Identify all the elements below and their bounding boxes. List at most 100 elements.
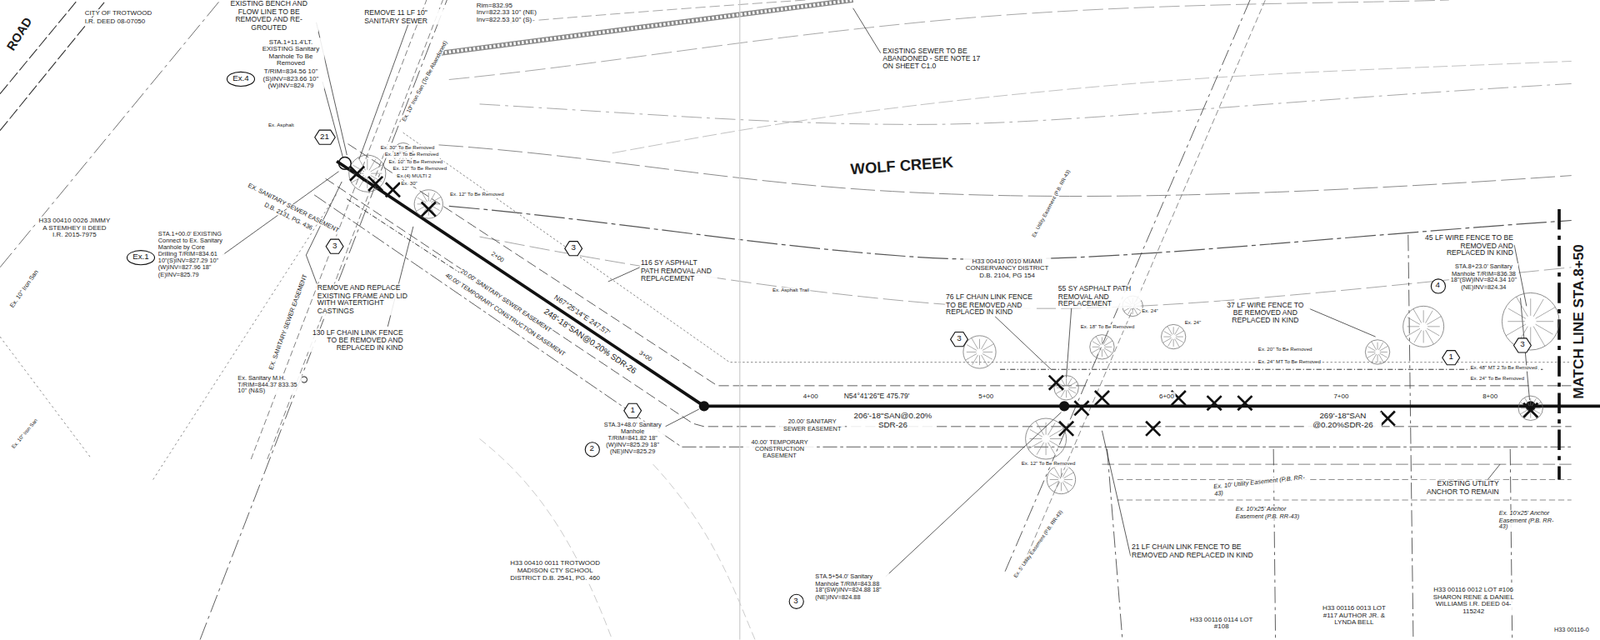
removal-x <box>1059 421 1074 436</box>
annotation-text: Ex. 10' Utility Easement (P.B. RR-43) <box>1212 473 1310 497</box>
callout-circle: 4 <box>1430 278 1445 294</box>
callout-number: 4 <box>1430 278 1445 290</box>
removal-marks <box>350 166 1538 436</box>
tree-symbol <box>963 335 996 369</box>
annotation-text: REMOVE AND REPLACE EXISTING FRAME AND LI… <box>316 283 417 315</box>
tree-symbol <box>1518 395 1543 420</box>
callout-number: 3 <box>788 593 804 605</box>
manholes <box>300 157 1536 412</box>
annotation-text: STA.1+11.4'LT. EXISTING Sanitary Manhole… <box>257 37 325 89</box>
annotation-text: Ex. 24" To Be Removed <box>1469 375 1525 382</box>
property-line <box>200 0 447 640</box>
removal-x <box>1074 400 1089 415</box>
tree-canopy <box>1160 324 1185 349</box>
annotation-text: 45 LF WIRE FENCE TO BE REMOVED AND REPLA… <box>1420 233 1515 257</box>
callout-number: 1 <box>1441 349 1460 361</box>
annotation-text: Ex. Asphalt Trail <box>771 287 810 294</box>
removal-x <box>1095 390 1110 405</box>
annotation-text: H33 00116 0012 LOT #106 SHARON RENE & DA… <box>1426 585 1521 615</box>
annotation-text: 55 SY ASPHALT PATH REMOVAL AND REPLACEME… <box>1057 285 1141 309</box>
annotation-text: 21 LF CHAIN LINK FENCE TO BE REMOVED AND… <box>1130 542 1260 559</box>
tree-symbol <box>1090 335 1115 360</box>
overhead-line <box>1101 464 1571 465</box>
creek-bank <box>449 205 1572 260</box>
annotation-text: Ex. 20" To Be Removed <box>1257 346 1314 353</box>
circle-outline <box>585 441 600 456</box>
removal-x <box>1237 395 1252 410</box>
annotation-text: Ex. Sanitary M.H. T/RIM=844.37 833.35 10… <box>236 374 302 395</box>
annotation-text: 6+00 <box>1158 391 1175 400</box>
annotation-text: 37 LF WIRE FENCE TO BE REMOVED AND REPLA… <box>1220 300 1310 325</box>
callout-number: 1 <box>623 402 642 415</box>
annotation-text: 130 LF CHAIN LINK FENCE TO BE REMOVED AN… <box>301 328 404 352</box>
annotation-text: CITY OF TROTWOOD <box>83 9 153 17</box>
tree-symbol <box>1025 418 1067 460</box>
annotation-text: 116 SY ASPHALT PATH REMOVAL AND REPLACEM… <box>640 259 718 283</box>
annotation-text: MATCH LINE STA.8+50 <box>1571 243 1588 400</box>
fences <box>346 199 1543 370</box>
existing-manhole <box>339 157 352 170</box>
annotation-text: Ex. Utility Easement (P.B. RR-43) <box>1030 168 1073 240</box>
hexagon-outline <box>314 130 335 145</box>
callout-number: 21 <box>314 129 336 141</box>
annotation-text: Ex. 10'x25' Anchor Easement (P.B. RR-43) <box>1498 510 1558 530</box>
hexagon-outline <box>1442 350 1460 365</box>
annotation-text: 3+00 <box>636 349 654 364</box>
match-line <box>1557 209 1561 480</box>
annotation-text: Ex. 24" <box>1183 320 1202 326</box>
tree-symbol <box>349 155 386 192</box>
tree-branches <box>1520 397 1541 419</box>
annotation-text: Ex. 24" MT To Be Removed <box>1257 359 1323 365</box>
abandoned-sewer-hatch <box>440 0 854 54</box>
tree-branches <box>1049 467 1075 493</box>
annotation-text: EXISTING SEWER TO BE ABANDONED - SEE NOT… <box>881 46 986 70</box>
sanitary-sewer-main <box>336 160 1600 406</box>
annotation-text: REMOVE 11 LF 10" SANITARY SEWER <box>363 9 463 25</box>
removal-x <box>350 166 365 181</box>
temporary-easement <box>314 195 1572 447</box>
tree-branches <box>1091 336 1113 358</box>
callout-number: 3 <box>950 330 969 343</box>
removal-x <box>1523 403 1538 418</box>
abandoned-sewer <box>440 0 854 54</box>
circle-outline <box>1430 278 1445 293</box>
tree-branches <box>1162 325 1184 347</box>
annotation-text: EX. SANITARY SEWER EASEMENT <box>245 181 341 235</box>
tree-symbol <box>1501 292 1560 350</box>
annotation-text: 7+00 <box>1332 391 1350 400</box>
hexagon-outline <box>565 240 583 255</box>
tree-branches <box>1505 296 1555 346</box>
annotation-text: Ex. 10" Iron San (To Be Abandoned) <box>400 39 450 124</box>
callout-circle: Ex.4 <box>226 70 255 86</box>
annotation-text: 269'-18"SAN @0.20%SDR-26 <box>1304 412 1382 431</box>
tree-symbol <box>414 190 443 219</box>
contour <box>480 439 756 640</box>
annotation-text: 20.00' SANITARY SEWER EASEMENT <box>458 267 554 335</box>
annotation-text: Ex. 12" To Be Removed <box>449 191 505 198</box>
lot-lines <box>1005 0 1513 640</box>
annotation-text: Ex. 18" To Be Removed <box>383 151 440 158</box>
tree-canopy <box>1403 305 1445 347</box>
tree-branches <box>415 191 441 217</box>
right-of-way <box>0 0 220 268</box>
tree-symbol <box>1403 305 1445 347</box>
tree-canopy <box>963 335 996 369</box>
hexagon-outline <box>950 331 969 346</box>
circle-outline <box>789 594 804 609</box>
road-lines <box>0 0 447 640</box>
leader-lines <box>222 8 1530 577</box>
annotation-text: Ex. 5' Utility Easement (P.B. RR-43) <box>1012 508 1065 580</box>
removal-x <box>368 176 383 191</box>
removal-x <box>421 201 436 216</box>
tree-symbol <box>1365 340 1390 365</box>
tree-canopy <box>1518 395 1543 420</box>
annotation-text: 206'-18"SAN@0.20% SDR-26 <box>849 412 937 431</box>
utility-easement <box>1117 480 1572 500</box>
existing-pipe <box>0 194 337 480</box>
callout-number: 3 <box>1513 337 1532 350</box>
existing-sewer <box>440 0 854 54</box>
annotation-text: H33 00116 0013 LOT #117 AUTHOR JR. & LYN… <box>1316 604 1393 626</box>
easements <box>314 132 1572 500</box>
